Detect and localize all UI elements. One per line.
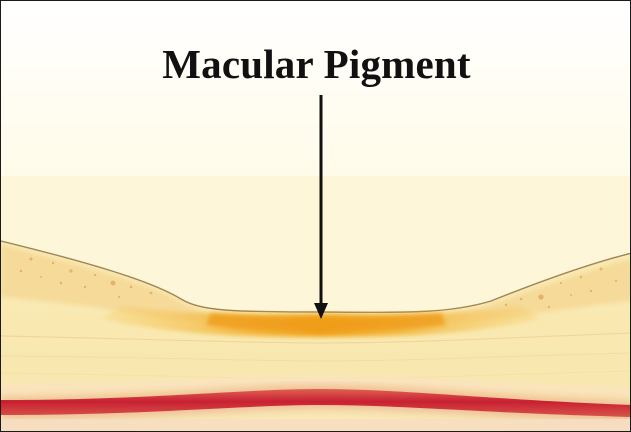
choroid-region (1, 419, 631, 432)
macular-pigment-label: Macular Pigment (1, 39, 631, 89)
